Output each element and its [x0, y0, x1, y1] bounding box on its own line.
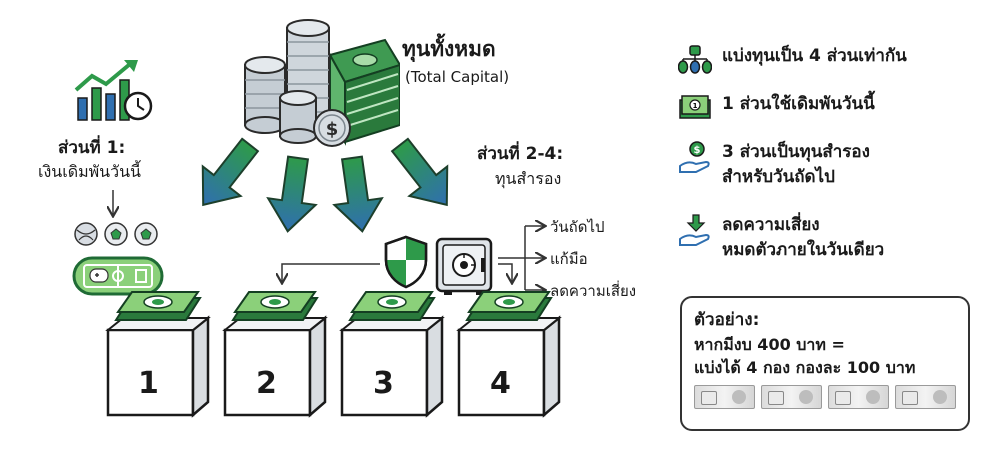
banknote-100-icon — [828, 385, 889, 409]
example-line1: หากมีงบ 400 บาท = — [694, 335, 845, 354]
coins-split-icon — [678, 45, 712, 74]
tip-reserve: $ 3 ส่วนเป็นทุนสำรอง สำหรับวันถัดไป — [678, 140, 870, 190]
hand-down-arrow-icon — [679, 214, 710, 246]
cash-box-3 — [339, 291, 445, 418]
reserve-use-reduce-risk: ลดความเสี่ยง — [550, 282, 637, 300]
tip-split-capital: แบ่งทุนเป็น 4 ส่วนเท่ากัน — [678, 44, 907, 74]
box-label-4: 4 — [490, 366, 511, 401]
box-label-3: 3 — [373, 366, 394, 401]
part1-title: ส่วนที่ 1: — [58, 138, 126, 158]
svg-text:$: $ — [694, 145, 701, 156]
reserve-use-recover: แก้มือ — [550, 250, 588, 268]
tip-reserve-line1: 3 ส่วนเป็นทุนสำรอง — [722, 142, 870, 162]
arrow-to-part1 — [201, 137, 260, 207]
part2-4-subtitle: ทุนสำรอง — [495, 169, 562, 188]
total-capital-title: ทุนทั้งหมด — [402, 37, 496, 61]
cash-box-1 — [105, 291, 211, 418]
tip-reduce-risk: ลดความเสี่ยง หมดตัวภายในวันเดียว — [678, 213, 884, 263]
svg-text:1: 1 — [693, 102, 698, 110]
banknote-100-icon — [761, 385, 822, 409]
part1-subtitle: เงินเดิมพันวันนี้ — [38, 162, 141, 181]
part2-4-title: ส่วนที่ 2-4: — [477, 144, 564, 164]
four-boxes — [105, 291, 562, 418]
banknote-row — [694, 385, 956, 409]
arrow-to-part4 — [390, 137, 449, 207]
box-label-1: 1 — [138, 366, 159, 401]
money-pile-icon: $ — [244, 19, 400, 147]
sports-betting-icon — [72, 222, 164, 296]
tip-today-text: 1 ส่วนใช้เดิมพันวันนี้ — [722, 94, 875, 114]
tip-split-text: แบ่งทุนเป็น 4 ส่วนเท่ากัน — [722, 46, 907, 66]
shield-icon — [384, 235, 428, 289]
hand-coin-icon: $ — [679, 141, 710, 173]
cash-box-4 — [456, 291, 562, 418]
banknote-100-icon — [694, 385, 755, 409]
example-box: ตัวอย่าง: หากมีงบ 400 บาท = แบ่งได้ 4 กอ… — [680, 296, 970, 431]
tip-risk-line2: หมดตัวภายในวันเดียว — [722, 240, 885, 260]
total-capital-subtitle: (Total Capital) — [405, 68, 510, 86]
box-label-2: 2 — [256, 366, 277, 401]
tip-reserve-line2: สำหรับวันถัดไป — [722, 167, 835, 187]
growth-chart-icon — [74, 60, 153, 121]
cash-box-2 — [222, 291, 328, 418]
banknote-icon: 1 — [679, 95, 711, 119]
arrow-to-part2 — [266, 155, 318, 233]
tip-today-bet: 1 1 ส่วนใช้เดิมพันวันนี้ — [678, 92, 875, 122]
example-line2: แบ่งได้ 4 กอง กองละ 100 บาท — [694, 358, 916, 377]
banknote-100-icon — [895, 385, 956, 409]
example-title: ตัวอย่าง: — [694, 310, 760, 330]
arrow-to-part3 — [332, 155, 384, 233]
safe-icon — [435, 237, 493, 295]
tip-risk-line1: ลดความเสี่ยง — [722, 215, 820, 235]
reserve-use-next-day: วันถัดไป — [550, 218, 605, 236]
svg-text:$: $ — [326, 119, 339, 140]
